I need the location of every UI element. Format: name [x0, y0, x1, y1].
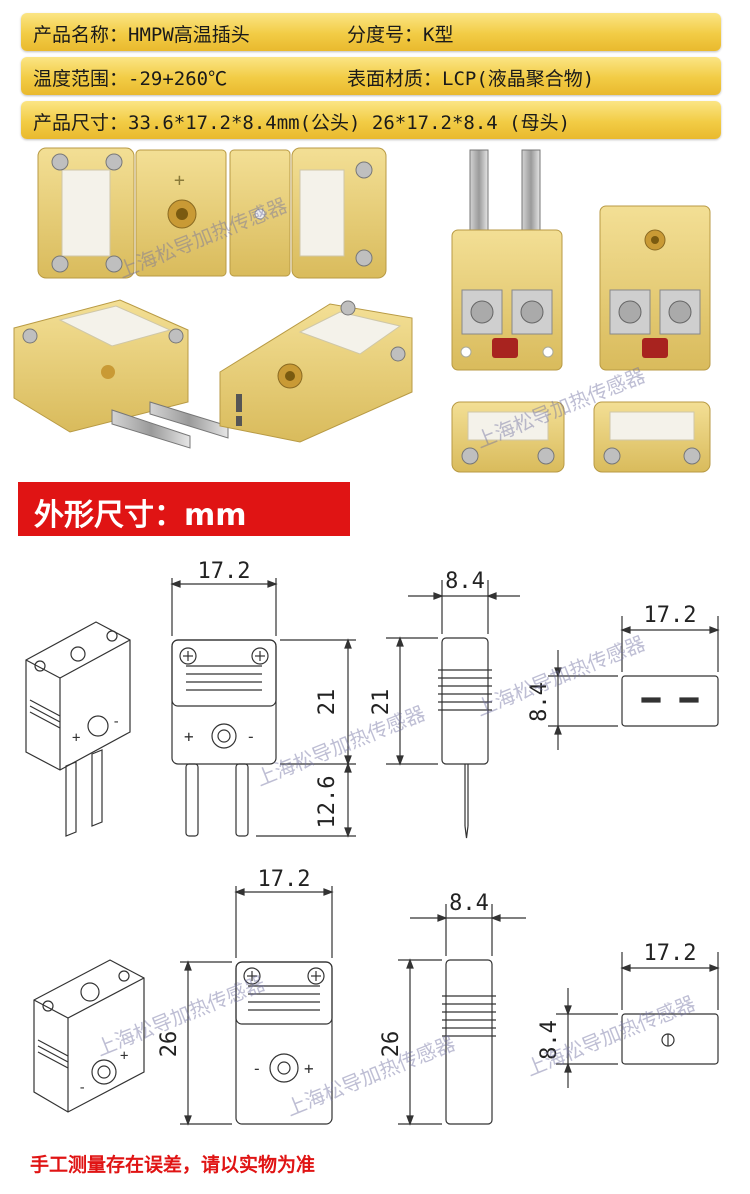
photo-female-angled [219, 300, 413, 443]
photo-male-open [451, 149, 563, 371]
dim-female-front-height: 26 [157, 1031, 182, 1058]
male-end-drawing [621, 675, 719, 727]
photo-female-cover [593, 401, 711, 473]
male-iso-drawing: +- [25, 621, 131, 837]
spec-row-temperature: 温度范围：-29+260℃ 表面材质：LCP(液晶聚合物) [21, 57, 721, 95]
female-front-dimensions [180, 886, 334, 1126]
dim-male-pin-length: 12.6 [315, 776, 340, 829]
measurement-note: 手工测量存在误差，请以实物为准 [30, 1154, 316, 1176]
surface-material: 表面材质：LCP(液晶聚合物) [347, 68, 595, 90]
temperature-range: 温度范围：-29+260℃ [33, 68, 228, 90]
photo-male-face [229, 149, 291, 277]
female-iso-drawing: -+ [33, 959, 145, 1113]
dim-male-side-thickness: 8.4 [445, 569, 485, 594]
male-front-drawing: +- [171, 639, 277, 837]
dimension-drawings: +- +- [0, 540, 750, 1150]
male-side-drawing [438, 637, 492, 839]
dim-male-side-height: 21 [369, 689, 394, 716]
male-front-dimensions [170, 578, 356, 838]
svg-text:-: - [252, 1059, 262, 1078]
spec-row-size: 产品尺寸：33.6*17.2*8.4mm(公头) 26*17.2*8.4 (母头… [21, 101, 721, 139]
female-front-drawing: -+ [235, 961, 333, 1125]
svg-text:+: + [72, 730, 80, 746]
dim-male-end-height: 8.4 [527, 682, 552, 722]
dim-female-end-width: 17.2 [644, 941, 697, 966]
svg-text:+: + [304, 1059, 314, 1078]
dim-male-front-width: 17.2 [198, 559, 251, 584]
banner-title: 外形尺寸：mm [34, 498, 247, 533]
photo-male-cover [451, 401, 565, 473]
female-end-dimensions [556, 952, 720, 1088]
photo-male-front-view [37, 147, 135, 279]
dim-female-side-height: 26 [379, 1031, 404, 1058]
male-side-dimensions [386, 580, 520, 766]
svg-text:-: - [246, 727, 256, 746]
svg-text:+: + [174, 170, 185, 191]
photo-female-open [599, 205, 711, 371]
dim-male-front-height: 21 [315, 689, 340, 716]
female-side-dimensions [398, 904, 526, 1126]
dim-male-end-width: 17.2 [644, 603, 697, 628]
male-end-dimensions [548, 616, 720, 750]
photo-female-front-view [291, 147, 387, 279]
svg-text:-: - [78, 1080, 86, 1096]
female-side-drawing [442, 959, 496, 1125]
product-name: 产品名称：HMPW高温插头 [33, 24, 250, 46]
svg-text:+: + [120, 1048, 128, 1064]
product-photos: + [0, 140, 750, 480]
spec-row-name: 产品名称：HMPW高温插头 分度号：K型 [21, 13, 721, 51]
female-end-drawing [621, 1013, 719, 1065]
product-size: 产品尺寸：33.6*17.2*8.4mm(公头) 26*17.2*8.4 (母头… [33, 112, 571, 134]
dim-female-front-width: 17.2 [258, 867, 311, 892]
dim-female-end-height: 8.4 [537, 1020, 562, 1060]
photo-female-face: + [135, 149, 227, 277]
dimensions-banner: 外形尺寸：mm [18, 482, 350, 536]
svg-text:-: - [112, 714, 120, 730]
thermocouple-type: 分度号：K型 [347, 24, 454, 46]
svg-text:+: + [184, 727, 194, 746]
photo-male-angled [13, 299, 229, 449]
dim-female-side-thickness: 8.4 [449, 891, 489, 916]
